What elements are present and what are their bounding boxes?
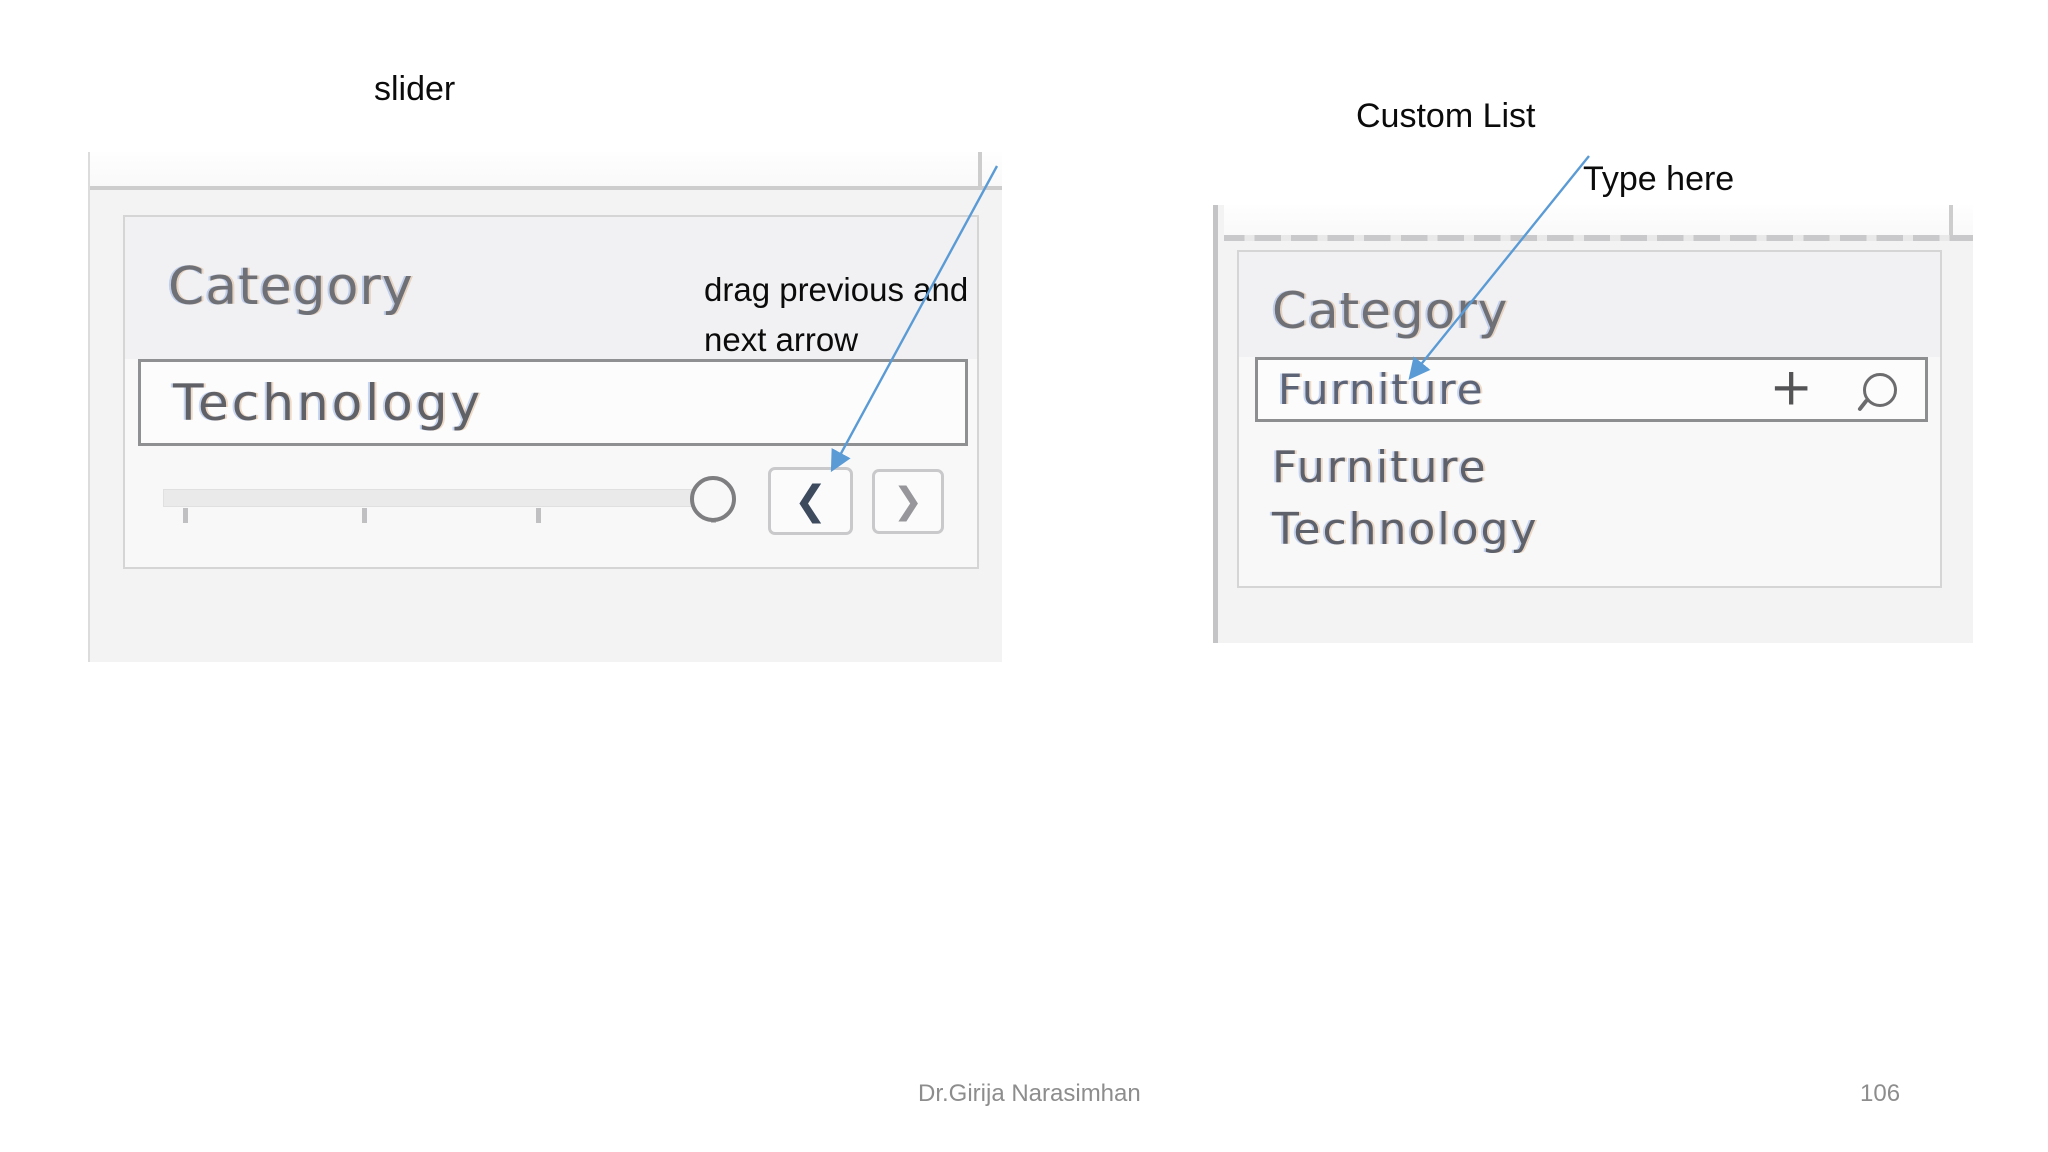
search-input-value: Furniture xyxy=(1278,365,1485,414)
list-item[interactable]: Furniture xyxy=(1272,442,1488,493)
footer-author: Dr.Girija Narasimhan xyxy=(918,1080,1141,1107)
type-here-annotation-label: Type here xyxy=(1583,160,1735,198)
slider-tick xyxy=(183,508,188,523)
custom-list-values: Furniture Technology xyxy=(1272,437,1538,561)
panel-corner-edge xyxy=(1949,205,1953,235)
previous-value-button[interactable]: ❮ xyxy=(768,467,853,535)
slider-control: ❮ ❯ xyxy=(125,467,977,567)
filter-title: Category xyxy=(1272,282,1509,340)
slider-annotation-label: slider xyxy=(374,70,456,108)
panel-corner-edge xyxy=(978,152,982,186)
slider-filter-screenshot: Category drag previous and next arrow Te… xyxy=(88,152,1002,662)
add-value-icon[interactable]: + xyxy=(1769,357,1813,418)
chevron-left-icon: ❮ xyxy=(793,478,828,524)
next-value-button[interactable]: ❯ xyxy=(872,469,944,534)
custom-list-filter-screenshot: Category Furniture + Furniture Technolog… xyxy=(1213,205,1973,643)
filter-title: Category xyxy=(168,257,414,317)
list-item[interactable]: Technology xyxy=(1272,504,1539,555)
drag-annotation-line2: next arrow xyxy=(704,321,859,358)
drag-annotation: drag previous and next arrow xyxy=(704,265,968,365)
slider-tick xyxy=(362,508,367,523)
custom-list-search-box[interactable]: Furniture + xyxy=(1255,357,1928,422)
drag-annotation-line1: drag previous and xyxy=(704,271,969,308)
panel-top-strip xyxy=(90,152,1002,190)
slider-handle[interactable] xyxy=(690,476,736,522)
custom-list-annotation-label: Custom List xyxy=(1356,97,1536,135)
category-filter-card-slider: Category drag previous and next arrow Te… xyxy=(123,215,979,569)
search-icon[interactable] xyxy=(1863,372,1897,407)
chevron-right-icon: ❯ xyxy=(892,480,924,522)
footer-page-number: 106 xyxy=(1860,1080,1901,1107)
panel-top-strip xyxy=(1224,205,1973,241)
category-value-box[interactable]: Technology xyxy=(138,359,968,446)
category-filter-card-customlist: Category Furniture + Furniture Technolog… xyxy=(1237,250,1942,588)
category-current-value: Technology xyxy=(173,373,484,432)
slider-track[interactable] xyxy=(163,489,695,507)
slider-tick xyxy=(536,508,541,523)
